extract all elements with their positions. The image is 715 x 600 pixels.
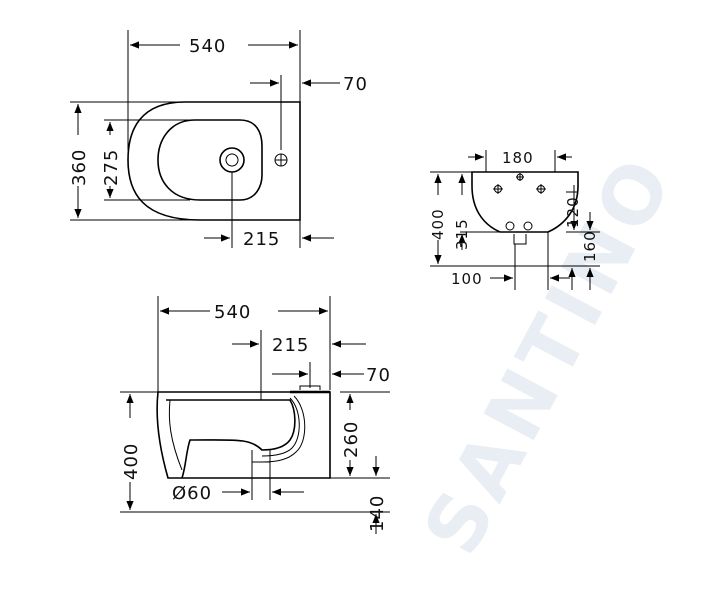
front-view: 180 400 315 120 160 100 [429, 149, 600, 290]
side-view-base-label: 140 [367, 495, 388, 532]
top-view-tap-inner [225, 153, 239, 167]
top-view-width-label: 540 [189, 36, 226, 57]
side-view-offset-label: 70 [366, 365, 391, 386]
front-view-bottom-label: 100 [451, 270, 483, 288]
top-view-bowl [157, 119, 263, 201]
watermark-text: SANTINO [407, 140, 692, 569]
top-view-depth-outer-label: 360 [69, 149, 90, 186]
side-view-outline [156, 391, 331, 479]
side-view-height-label: 400 [121, 443, 142, 480]
top-view-tap-label: 215 [243, 229, 280, 250]
top-view-depth-inner-label: 275 [101, 149, 122, 186]
top-view-tap-outer [219, 147, 245, 173]
top-view: 540 70 360 275 215 [69, 30, 368, 250]
side-view-bowl [166, 399, 296, 479]
front-view-lower-label: 160 [581, 230, 599, 262]
side-view-tap-label: 215 [272, 335, 309, 356]
front-view-upper-label: 120 [564, 196, 582, 228]
top-view-offset-label: 70 [343, 74, 368, 95]
top-view-outline [127, 101, 301, 221]
front-view-top-label: 180 [502, 149, 534, 167]
side-view-width-label: 540 [214, 302, 251, 323]
front-view-height-label: 400 [429, 208, 447, 240]
side-view: 540 215 70 400 260 140 Ø60 [120, 296, 391, 534]
front-view-height-inner-label: 315 [453, 218, 471, 250]
side-view-drain-label: Ø60 [172, 483, 212, 504]
side-view-rim-label: 260 [341, 421, 362, 458]
